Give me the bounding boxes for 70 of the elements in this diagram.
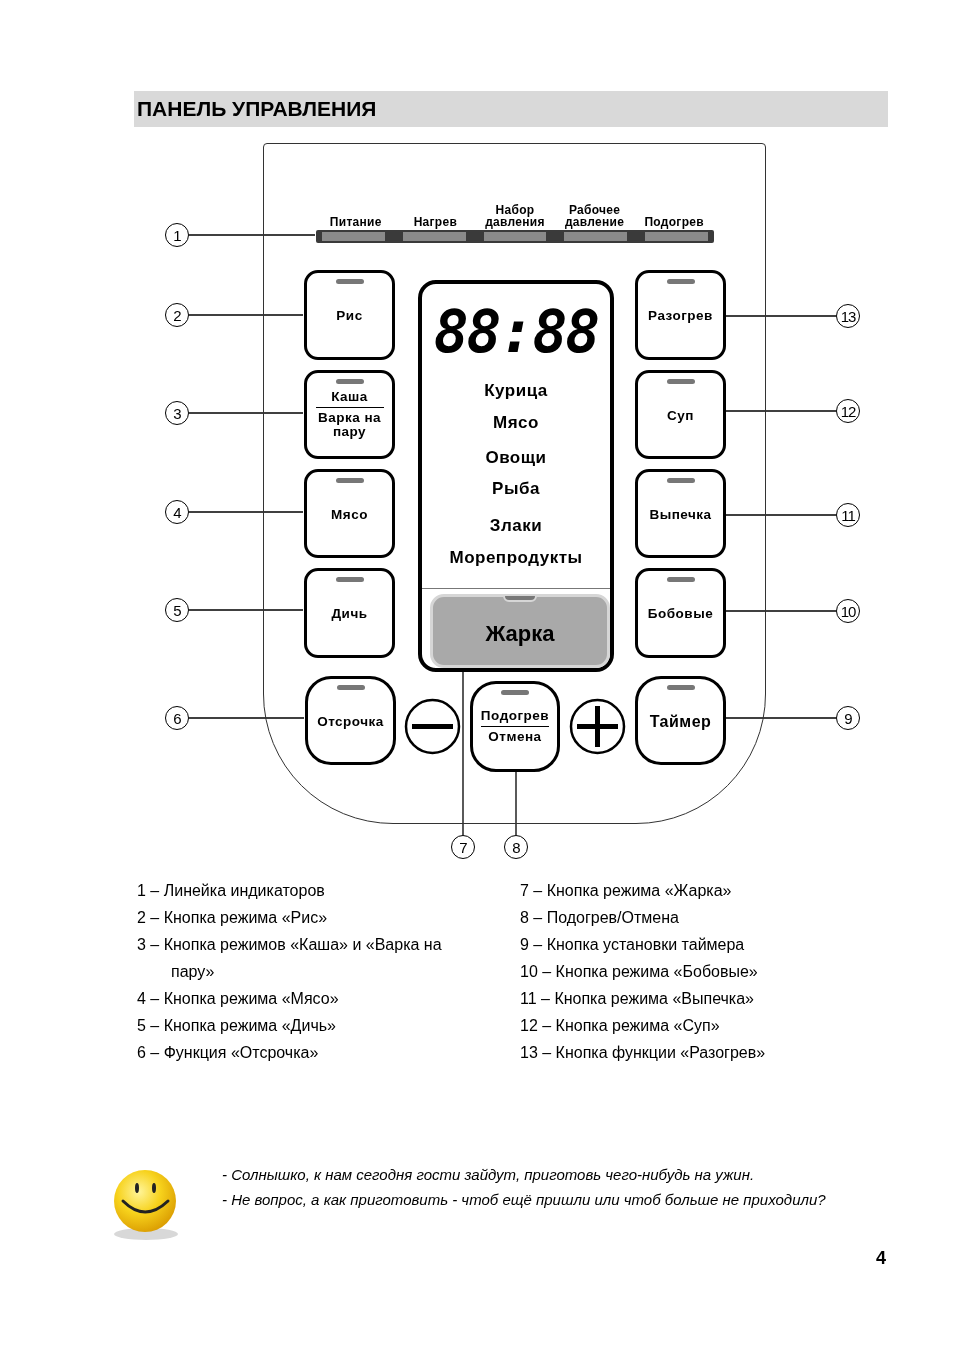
lcd-display [418,280,614,672]
legend-item: 5 – Кнопка режима «Дичь» [137,1016,337,1036]
legend-item: 1 – Линейка индикаторов [137,881,326,901]
leader-line [188,717,305,719]
mode-button: Жарка [430,594,610,668]
leader-line [724,717,837,719]
mode-label: Злаки [489,515,543,537]
leader-line [188,412,304,414]
callout-number: 8 [504,835,528,859]
indicator-label: Питание [329,216,382,229]
legend-item: 3 – Кнопка режимов «Каша» и «Варка на пару» [137,935,443,982]
callout-number: 12 [836,399,860,423]
mode-label: Мясо [493,412,539,434]
leader-line [724,410,837,412]
legend-item: 4 – Кнопка режима «Мясо» [137,989,340,1009]
leader-line [724,610,837,612]
callout-number: 10 [836,599,860,623]
leader-line [724,315,837,317]
mode-button: Таймер [635,676,726,765]
legend-item: 9 – Кнопка установки таймера [520,935,746,955]
dialogue-line: - Солнышко, к нам сегодня гости зайдут, приготовь чего-нибудь на ужин. [222,1165,756,1185]
callout-number: 5 [165,598,189,622]
plus-button [569,698,626,755]
mode-button: Рис [304,270,395,360]
callout-number: 3 [165,401,189,425]
callout-number: 11 [836,503,860,527]
leader-line [188,314,304,316]
legend-item: 6 – Функция «Отсрочка» [137,1043,320,1063]
legend-item: 12 – Кнопка режима «Суп» [520,1016,721,1036]
leader-line [515,770,517,836]
dialogue-line: - Не вопрос, а как приготовить - чтоб ещё пришли или чтоб больше не приходили? [222,1190,826,1210]
callout-number: 9 [836,706,860,730]
callout-number: 1 [165,223,189,247]
time-digits: 88:88 [433,302,599,362]
mode-label: Рыба [492,478,540,500]
indicator-label: Подогрев [644,216,704,229]
leader-line [724,514,837,516]
legend-item: 13 – Кнопка функции «Разогрев» [520,1043,767,1063]
mode-label: Курица [484,380,548,402]
indicator-label: Нагрев [413,216,458,229]
leader-line [188,511,304,513]
callout-number: 7 [451,835,475,859]
mode-label: Морепродукты [449,547,583,569]
minus-button [404,698,461,755]
mode-button: Каша Варка на пару [304,370,395,459]
mode-button: Выпечка [635,469,726,558]
mode-button: Бобовые [635,568,726,658]
callout-number: 4 [165,500,189,524]
callout-number: 2 [165,303,189,327]
mode-button: Подогрев Отмена [470,681,560,772]
callout-number: 13 [836,304,860,328]
mode-button: Мясо [304,469,395,558]
legend-item: 7 – Кнопка режима «Жарка» [520,881,733,901]
section-heading: ПАНЕЛЬ УПРАВЛЕНИЯ [134,91,888,127]
page-number: 4 [876,1247,886,1270]
leader-line [188,234,316,236]
callout-number: 6 [165,706,189,730]
indicator-label: Набор давления [484,204,546,229]
leader-line [188,609,304,611]
legend-item: 8 – Подогрев/Отмена [520,908,680,928]
control-panel [263,143,766,824]
indicator-label: Рабочее давление [563,204,626,229]
mode-label: Овощи [485,447,547,469]
mode-button: Суп [635,370,726,459]
legend-item: 11 – Кнопка режима «Выпечка» [520,989,755,1009]
mode-button: Отсрочка [305,676,396,765]
legend-item: 2 – Кнопка режима «Рис» [137,908,329,928]
mode-button: Дичь [304,568,395,658]
legend-item: 10 – Кнопка режима «Бобовые» [520,962,759,982]
mode-button: Разогрев [635,270,726,360]
